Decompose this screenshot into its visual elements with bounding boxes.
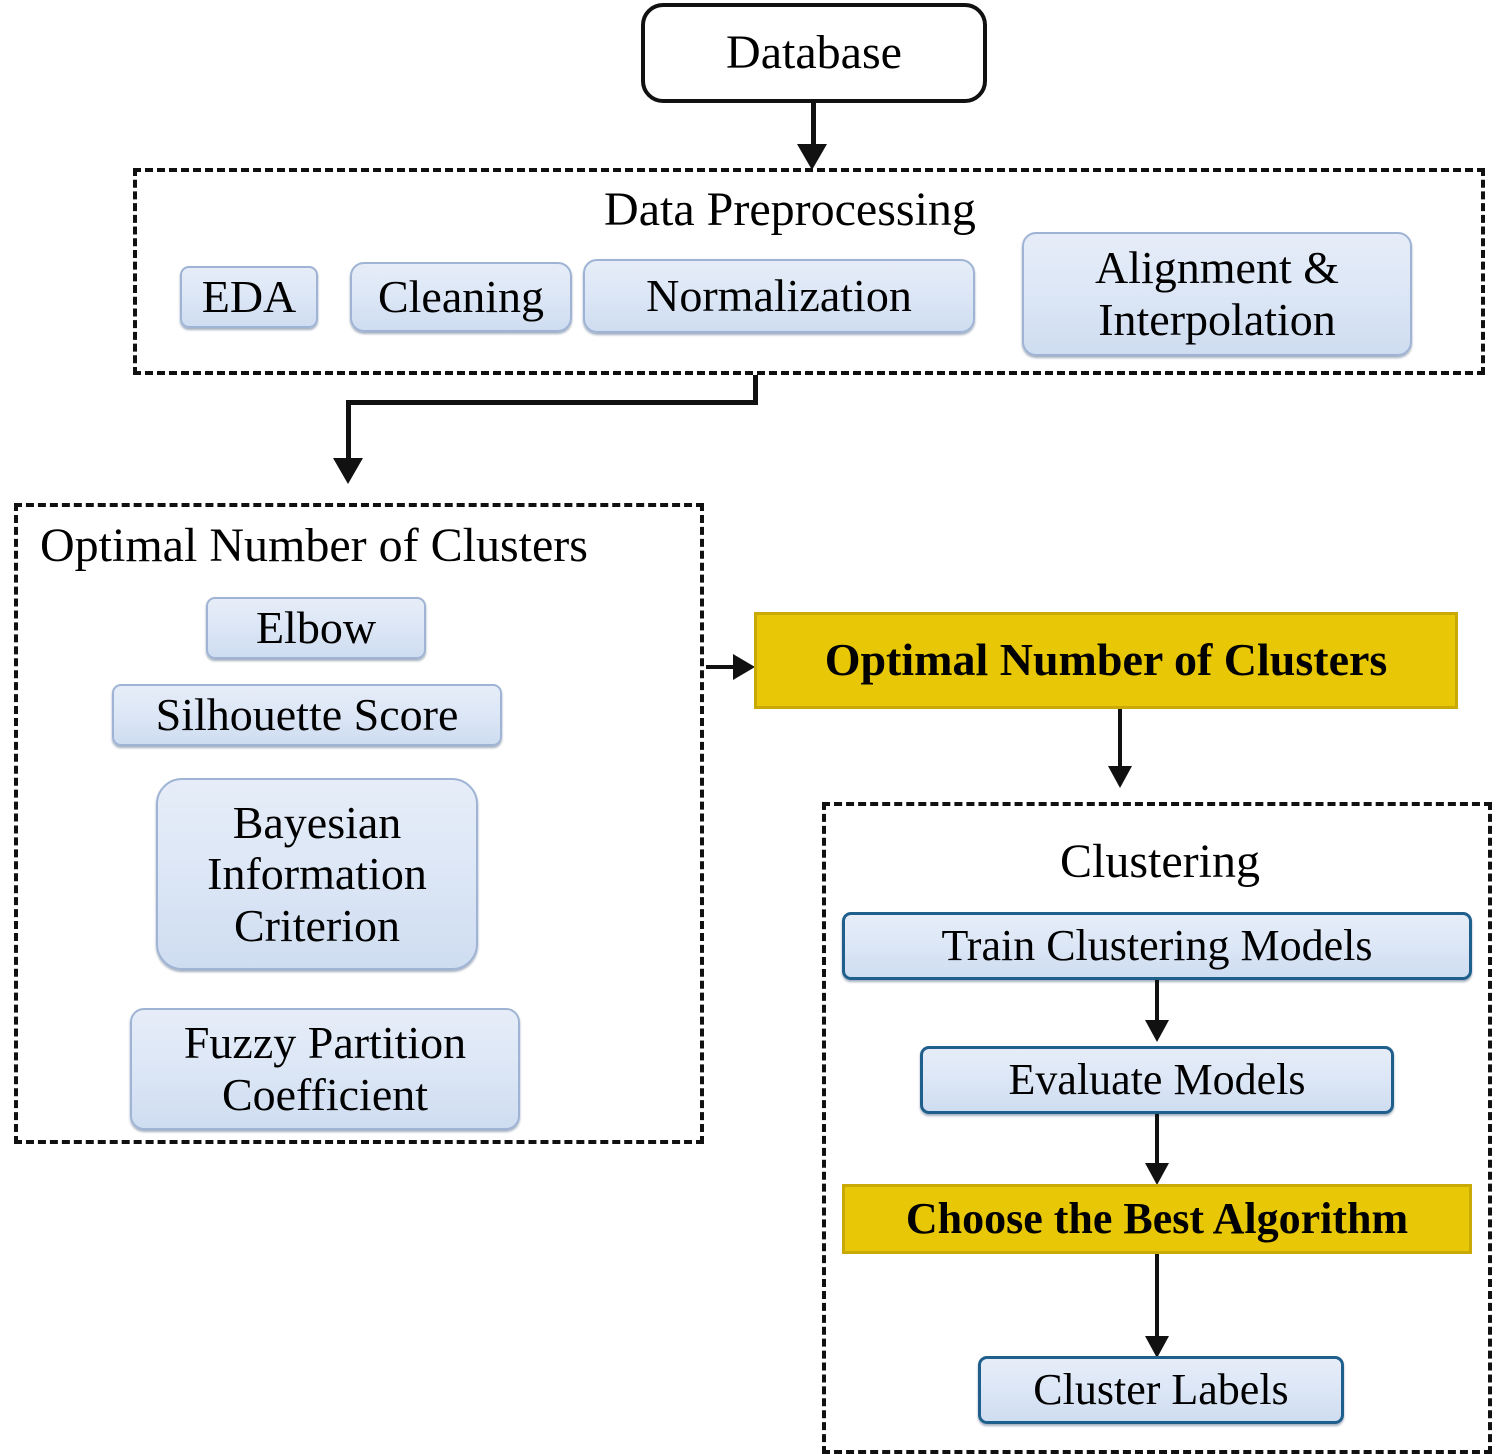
node-cleaning-label: Cleaning bbox=[377, 271, 545, 323]
connector-database-to-preprocessing-stem bbox=[811, 103, 816, 149]
connector-train-to-evaluate-stem bbox=[1155, 980, 1159, 1026]
node-normalization[interactable]: Normalization bbox=[583, 259, 975, 333]
node-alignment-interpolation-label-line1: Alignment & bbox=[1094, 242, 1340, 294]
node-bic-label-line2: Information bbox=[207, 848, 427, 900]
node-eda-label: EDA bbox=[201, 271, 297, 323]
node-bayesian-information-criterion[interactable]: Bayesian Information Criterion bbox=[156, 778, 478, 970]
connector-preprocessing-to-optimal-arrow bbox=[333, 458, 363, 484]
node-evaluate-models-label: Evaluate Models bbox=[1008, 1055, 1306, 1105]
node-train-clustering-models-label: Train Clustering Models bbox=[941, 921, 1373, 971]
node-silhouette-score-label: Silhouette Score bbox=[155, 689, 459, 741]
node-database[interactable]: Database bbox=[641, 3, 987, 103]
group-optimal-number-of-clusters bbox=[14, 503, 704, 1144]
node-elbow-label: Elbow bbox=[255, 602, 377, 654]
connector-choose-to-labels-stem bbox=[1155, 1254, 1159, 1346]
node-database-label: Database bbox=[726, 25, 902, 79]
node-optimal-number-of-clusters-result-label: Optimal Number of Clusters bbox=[824, 634, 1388, 686]
connector-optimal-group-to-result-stem bbox=[706, 665, 740, 669]
node-optimal-number-of-clusters-result[interactable]: Optimal Number of Clusters bbox=[754, 612, 1458, 709]
node-elbow[interactable]: Elbow bbox=[206, 597, 426, 659]
connector-evaluate-to-choose-stem bbox=[1155, 1114, 1159, 1170]
node-bic-label-line1: Bayesian bbox=[232, 796, 402, 848]
group-clustering bbox=[822, 802, 1492, 1454]
connector-preprocessing-to-optimal-stem bbox=[346, 400, 351, 462]
connector-optimal-group-to-result-arrow bbox=[733, 654, 755, 680]
group-data-preprocessing bbox=[133, 168, 1485, 375]
connector-database-to-preprocessing-arrow bbox=[797, 144, 827, 170]
group-data-preprocessing-title: Data Preprocessing bbox=[604, 183, 976, 236]
node-evaluate-models[interactable]: Evaluate Models bbox=[920, 1046, 1394, 1114]
node-fpc-label-line2: Coefficient bbox=[221, 1069, 429, 1120]
node-cluster-labels-label: Cluster Labels bbox=[1033, 1365, 1289, 1415]
group-clustering-title: Clustering bbox=[1060, 835, 1260, 888]
node-bic-label-line3: Criterion bbox=[233, 899, 401, 951]
node-cleaning[interactable]: Cleaning bbox=[350, 262, 572, 332]
connector-preprocessing-horizontal bbox=[346, 400, 758, 405]
node-cluster-labels[interactable]: Cluster Labels bbox=[978, 1356, 1344, 1424]
connector-train-to-evaluate-arrow bbox=[1145, 1020, 1169, 1042]
node-train-clustering-models[interactable]: Train Clustering Models bbox=[842, 912, 1472, 980]
node-fpc-label-line1: Fuzzy Partition bbox=[183, 1017, 467, 1069]
connector-result-to-clustering-stem bbox=[1118, 709, 1122, 771]
node-normalization-label: Normalization bbox=[646, 270, 912, 322]
node-alignment-interpolation[interactable]: Alignment & Interpolation bbox=[1022, 232, 1412, 356]
connector-result-to-clustering-arrow bbox=[1108, 766, 1132, 788]
connector-preprocessing-drop-stem bbox=[753, 375, 758, 403]
connector-choose-to-labels-arrow bbox=[1145, 1336, 1169, 1358]
node-choose-the-best-algorithm-label: Choose the Best Algorithm bbox=[905, 1193, 1409, 1243]
node-choose-the-best-algorithm[interactable]: Choose the Best Algorithm bbox=[842, 1184, 1472, 1254]
connector-evaluate-to-choose-arrow bbox=[1145, 1163, 1169, 1185]
node-silhouette-score[interactable]: Silhouette Score bbox=[112, 684, 502, 746]
node-eda[interactable]: EDA bbox=[180, 266, 318, 328]
group-optimal-number-of-clusters-title: Optimal Number of Clusters bbox=[40, 519, 588, 572]
node-fuzzy-partition-coefficient[interactable]: Fuzzy Partition Coefficient bbox=[130, 1008, 520, 1130]
node-alignment-interpolation-label-line2: Interpolation bbox=[1098, 294, 1336, 345]
